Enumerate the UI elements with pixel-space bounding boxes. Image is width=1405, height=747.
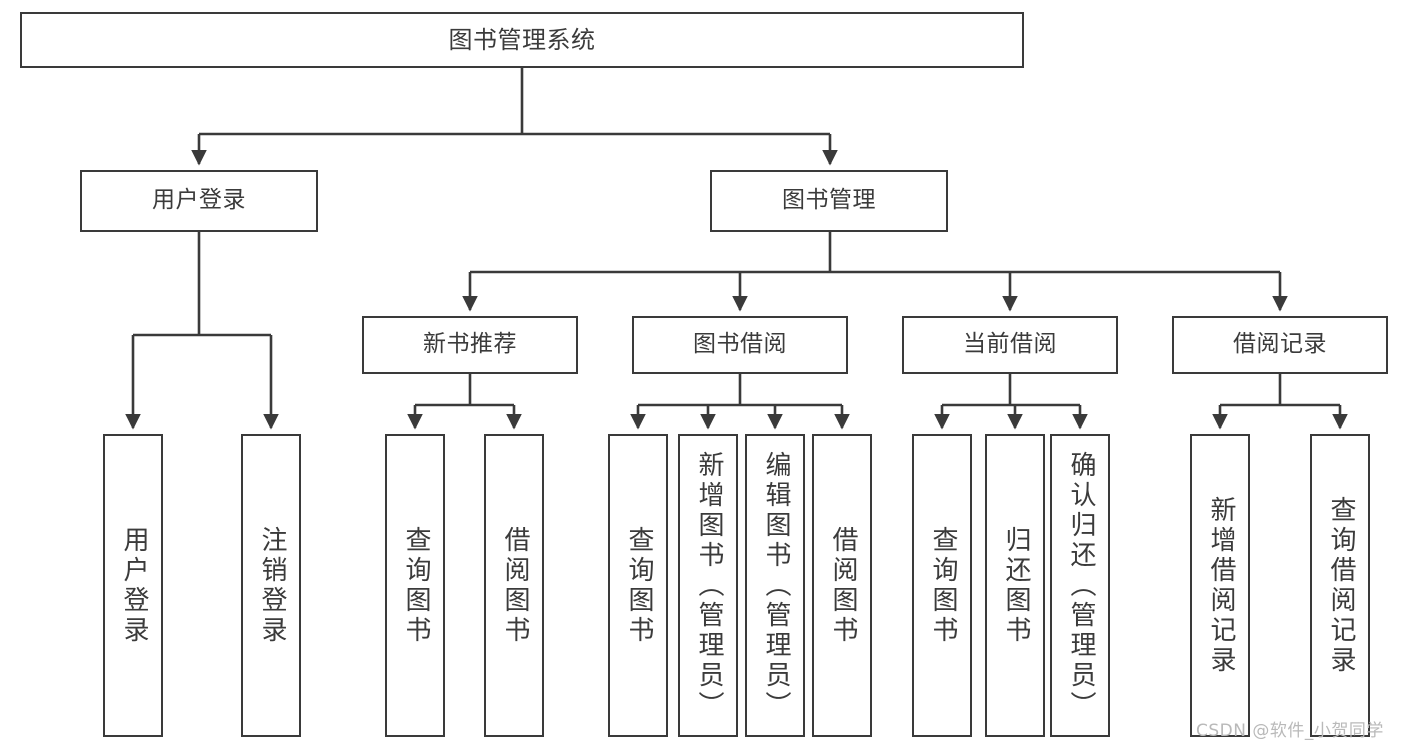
- node-user-login[interactable]: 用户登录: [80, 170, 318, 232]
- node-current-borrow[interactable]: 当前借阅: [902, 316, 1118, 374]
- node-book-borrow[interactable]: 图书借阅: [632, 316, 848, 374]
- node-label: 查询图书: [927, 525, 958, 646]
- node-label: 编辑图书（管理员）: [760, 450, 791, 721]
- leaf-add-book-admin[interactable]: 新增图书（管理员）: [678, 434, 738, 737]
- leaf-edit-book-admin[interactable]: 编辑图书（管理员）: [745, 434, 805, 737]
- leaf-logout[interactable]: 注销登录: [241, 434, 301, 737]
- leaf-add-borrow-record[interactable]: 新增借阅记录: [1190, 434, 1250, 737]
- node-label: 当前借阅: [963, 331, 1057, 358]
- node-label: 借阅图书: [499, 525, 530, 646]
- node-book-management[interactable]: 图书管理: [710, 170, 948, 232]
- node-label: 图书管理系统: [448, 25, 596, 54]
- node-label: 图书管理: [782, 187, 876, 214]
- leaf-query-borrow-record[interactable]: 查询借阅记录: [1310, 434, 1370, 737]
- node-label: 借阅记录: [1233, 331, 1327, 358]
- node-label: 新增图书（管理员）: [693, 450, 724, 721]
- leaf-query-book-rec[interactable]: 查询图书: [385, 434, 445, 737]
- leaf-confirm-return-admin[interactable]: 确认归还（管理员）: [1050, 434, 1110, 737]
- node-label: 用户登录: [152, 187, 246, 214]
- node-root-system[interactable]: 图书管理系统: [20, 12, 1024, 68]
- node-label: 查询借阅记录: [1325, 495, 1356, 676]
- node-label: 归还图书: [1000, 525, 1031, 646]
- node-label: 借阅图书: [827, 525, 858, 646]
- node-label: 图书借阅: [693, 331, 787, 358]
- node-label: 用户登录: [118, 525, 149, 646]
- leaf-query-book-borrow[interactable]: 查询图书: [608, 434, 668, 737]
- leaf-user-login[interactable]: 用户登录: [103, 434, 163, 737]
- leaf-return-book[interactable]: 归还图书: [985, 434, 1045, 737]
- node-label: 新书推荐: [423, 331, 517, 358]
- node-label: 确认归还（管理员）: [1065, 450, 1096, 721]
- leaf-borrow-book-rec[interactable]: 借阅图书: [484, 434, 544, 737]
- csdn-watermark: CSDN @软件_小贺同学: [1196, 721, 1384, 741]
- node-label: 查询图书: [623, 525, 654, 646]
- leaf-borrow-book[interactable]: 借阅图书: [812, 434, 872, 737]
- node-label: 新增借阅记录: [1205, 495, 1236, 676]
- node-borrow-record[interactable]: 借阅记录: [1172, 316, 1388, 374]
- node-label: 查询图书: [400, 525, 431, 646]
- leaf-query-book-current[interactable]: 查询图书: [912, 434, 972, 737]
- node-label: 注销登录: [256, 525, 287, 646]
- node-new-book-recommend[interactable]: 新书推荐: [362, 316, 578, 374]
